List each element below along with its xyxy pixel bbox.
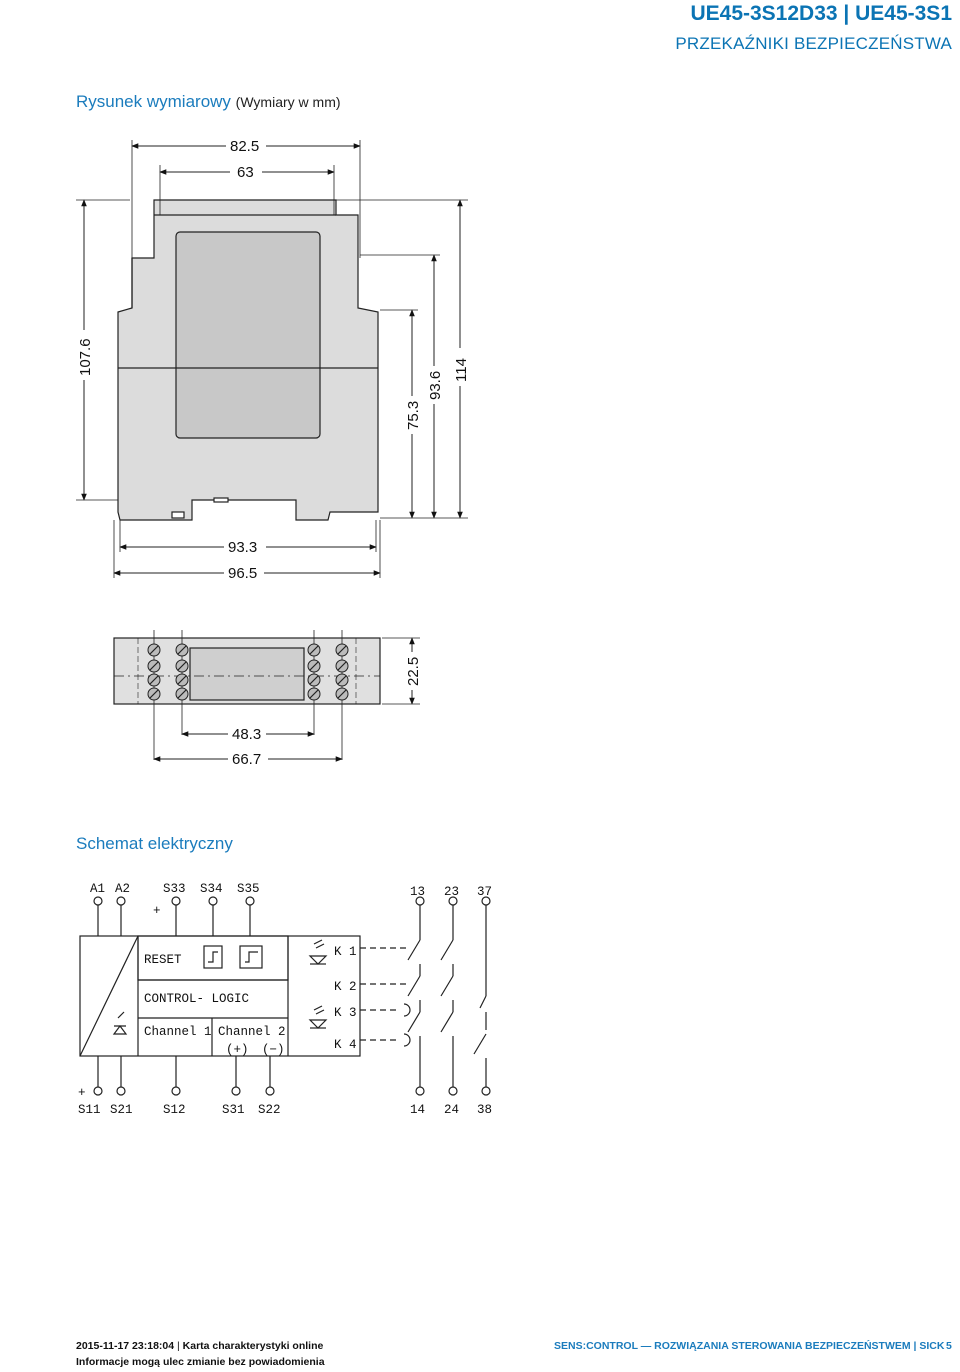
contact-13: 13	[410, 885, 425, 899]
dim-66-7: 66.7	[232, 751, 261, 768]
footer-left: 2015-11-17 23:18:04 | Karta charakteryst…	[76, 1340, 324, 1352]
document-subtitle: PRZEKAŹNIKI BEZPIECZEŃSTWA	[675, 34, 952, 53]
footer-right-text: SENS:CONTROL — ROZWIĄZANIA STEROWANIA BE…	[554, 1340, 945, 1352]
polarity-plus: (+)	[226, 1043, 249, 1057]
footer-doc-type: Karta charakterystyki online	[182, 1340, 324, 1352]
page-number: 5	[946, 1340, 952, 1352]
reset-label: RESET	[144, 953, 182, 967]
plus-bottom: +	[78, 1086, 86, 1100]
dim-93-6: 93.6	[427, 371, 444, 400]
terminal-s31: S31	[222, 1103, 245, 1117]
contact-14: 14	[410, 1103, 425, 1117]
terminal-a1: A1	[90, 882, 105, 896]
terminal-s35: S35	[237, 882, 260, 896]
dim-114: 114	[453, 358, 470, 382]
relay-k4: K 4	[334, 1038, 357, 1052]
relay-k3: K 3	[334, 1006, 357, 1020]
terminal-s11: S11	[78, 1103, 101, 1117]
channel2-label: Channel 2	[218, 1025, 286, 1039]
contact-24: 24	[444, 1103, 459, 1117]
dim-107-6: 107.6	[77, 338, 94, 376]
dim-93-3: 93.3	[228, 539, 257, 556]
dimension-title-text: Rysunek wymiarowy	[76, 92, 231, 111]
relay-k1: K 1	[334, 945, 357, 959]
dim-22-5: 22.5	[405, 657, 422, 686]
logic-label: CONTROL- LOGIC	[144, 992, 249, 1006]
dimension-unit-note: (Wymiary w mm)	[235, 94, 341, 110]
terminal-s12: S12	[163, 1103, 186, 1117]
contact-23: 23	[444, 885, 459, 899]
document-title: UE45-3S12D33 | UE45-3S1	[690, 2, 952, 25]
contact-38: 38	[477, 1103, 492, 1117]
dim-63: 63	[237, 164, 254, 181]
schematic-section-title: Schemat elektryczny	[76, 834, 233, 853]
terminal-s34: S34	[200, 882, 223, 896]
dim-82-5: 82.5	[230, 138, 259, 155]
relay-k2: K 2	[334, 980, 357, 994]
polarity-minus: (−)	[262, 1043, 285, 1057]
dim-96-5: 96.5	[228, 565, 257, 582]
dim-75-3: 75.3	[405, 401, 422, 430]
contact-37: 37	[477, 885, 492, 899]
footer-date: 2015-11-17 23:18:04	[76, 1340, 175, 1352]
footer-notice: Informacje mogą ulec zmianie bez powiado…	[76, 1356, 325, 1368]
dimension-section-title: Rysunek wymiarowy (Wymiary w mm)	[76, 92, 341, 112]
terminal-s22: S22	[258, 1103, 281, 1117]
terminal-s33: S33	[163, 882, 186, 896]
terminal-a2: A2	[115, 882, 130, 896]
dim-48-3: 48.3	[232, 726, 261, 743]
plus-top: +	[153, 904, 161, 918]
channel1-label: Channel 1	[144, 1025, 212, 1039]
terminal-s21: S21	[110, 1103, 133, 1117]
